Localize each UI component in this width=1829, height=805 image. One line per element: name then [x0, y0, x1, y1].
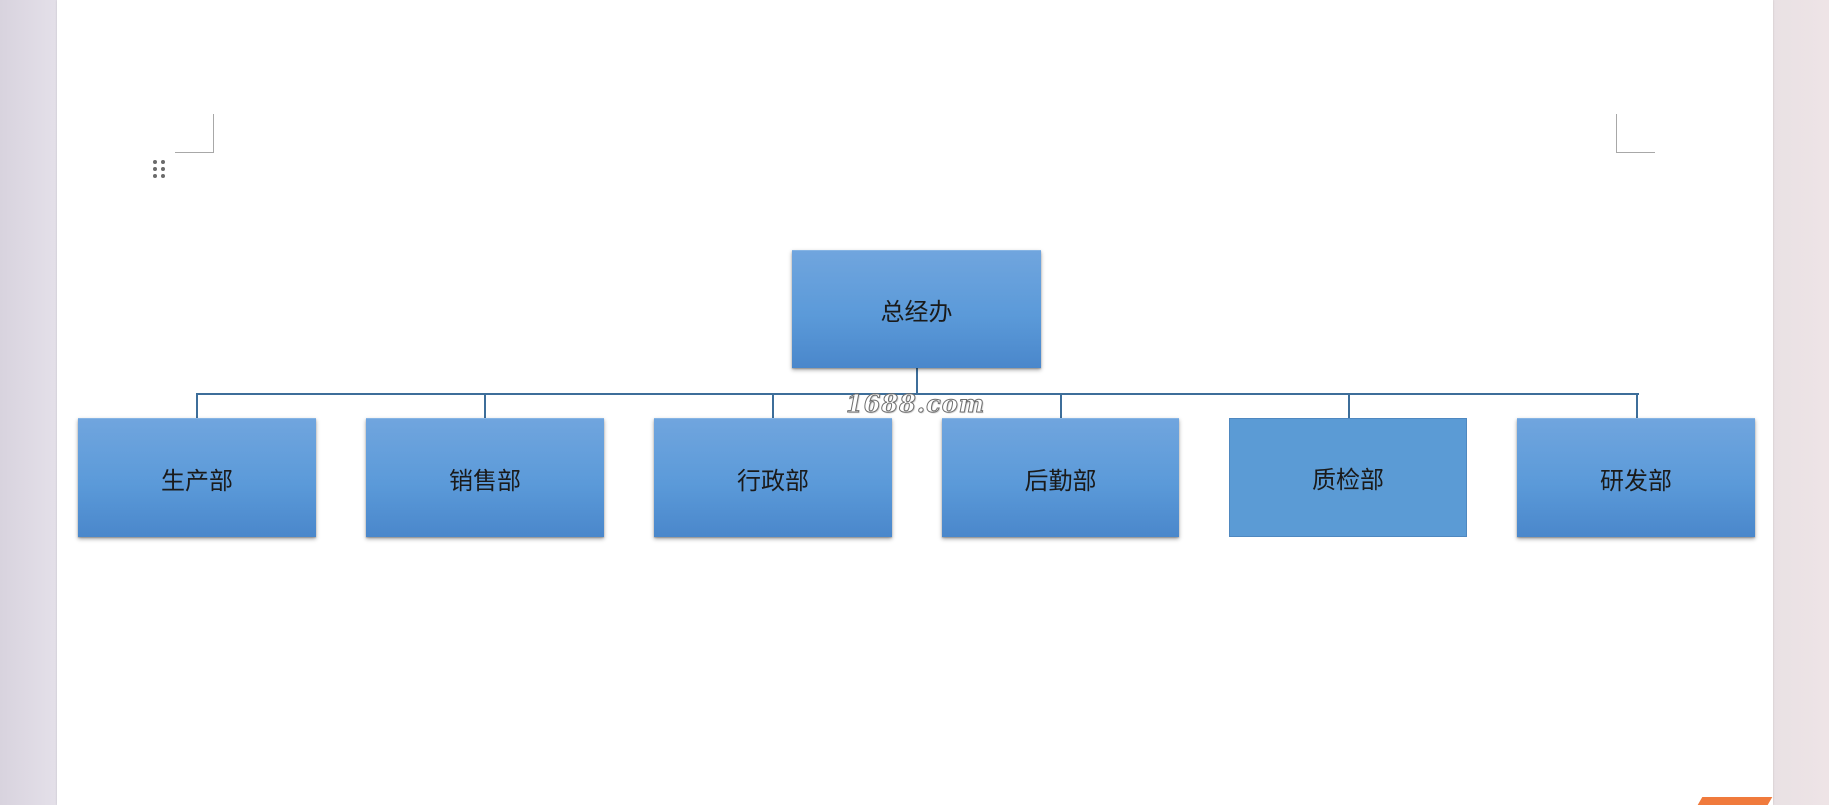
drag-handle-icon[interactable] — [150, 158, 166, 180]
connector-branch — [1060, 393, 1062, 418]
org-node-label: 后勤部 — [1024, 466, 1097, 495]
org-node-department[interactable]: 研发部 — [1517, 418, 1755, 537]
left-gutter — [0, 0, 57, 805]
org-node-department[interactable]: 销售部 — [366, 418, 604, 537]
connector-horizontal-bar — [196, 393, 1639, 395]
right-gutter — [1773, 0, 1829, 805]
org-node-label: 质检部 — [1312, 466, 1384, 494]
org-node-label: 行政部 — [737, 466, 809, 495]
org-node-label: 生产部 — [161, 466, 233, 495]
org-node-department[interactable]: 生产部 — [78, 418, 316, 537]
org-node-department[interactable]: 后勤部 — [942, 418, 1179, 537]
connector-branch — [772, 393, 774, 418]
connector-branch — [1636, 393, 1638, 418]
org-node-department[interactable]: 行政部 — [654, 418, 892, 537]
org-node-label: 总经办 — [880, 298, 953, 326]
org-node-label: 销售部 — [449, 466, 521, 495]
connector-branch — [196, 393, 198, 418]
top-right-margin-mark — [1616, 114, 1655, 153]
top-left-margin-mark — [175, 114, 214, 153]
corner-tab — [1697, 797, 1773, 805]
org-node-root[interactable]: 总经办 — [792, 250, 1041, 368]
connector-branch — [1348, 393, 1350, 418]
connector-root-stem — [916, 368, 918, 394]
connector-branch — [484, 393, 486, 418]
org-node-department[interactable]: 质检部 — [1229, 418, 1467, 537]
org-node-label: 研发部 — [1600, 466, 1672, 495]
document-page[interactable] — [57, 0, 1773, 805]
